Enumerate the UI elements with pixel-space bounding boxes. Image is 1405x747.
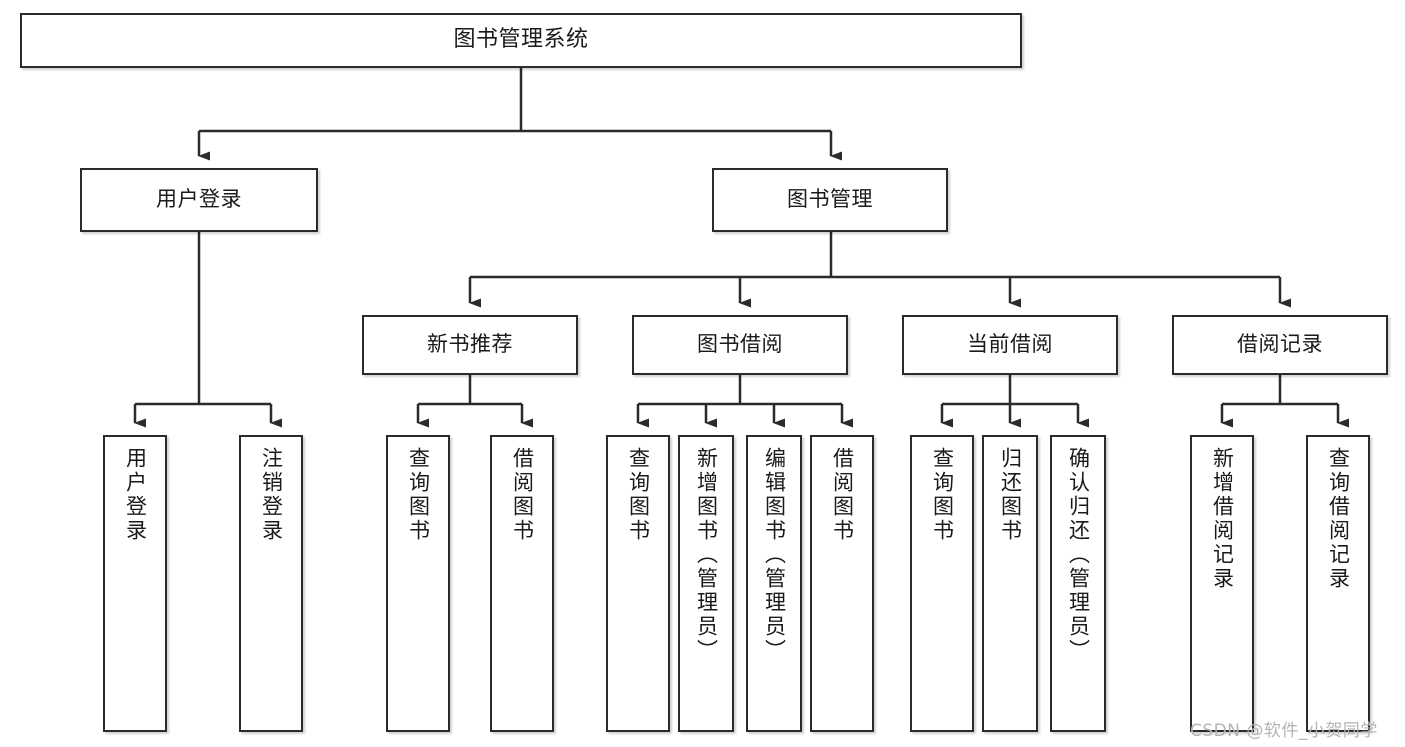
- leaf-query-book-1[interactable]: 查询图书: [386, 435, 450, 732]
- node-current-borrow-label: 当前借阅: [967, 332, 1053, 357]
- leaf-return-book[interactable]: 归还图书: [982, 435, 1038, 732]
- leaf-logout[interactable]: 注销登录: [239, 435, 303, 732]
- node-user-login[interactable]: 用户登录: [80, 168, 318, 232]
- leaf-query-book-2-label: 查询图书: [626, 447, 651, 543]
- leaf-confirm-return-admin[interactable]: 确认归还（管理员）: [1050, 435, 1106, 732]
- leaf-user-login[interactable]: 用户登录: [103, 435, 167, 732]
- leaf-return-book-label: 归还图书: [998, 447, 1023, 543]
- node-borrow-record[interactable]: 借阅记录: [1172, 315, 1388, 375]
- node-current-borrow[interactable]: 当前借阅: [902, 315, 1118, 375]
- leaf-query-book-1-label: 查询图书: [406, 447, 431, 543]
- leaf-edit-book-admin[interactable]: 编辑图书（管理员）: [746, 435, 802, 732]
- node-new-book-recommend[interactable]: 新书推荐: [362, 315, 578, 375]
- node-book-borrow[interactable]: 图书借阅: [632, 315, 848, 375]
- leaf-borrow-book-1[interactable]: 借阅图书: [490, 435, 554, 732]
- node-new-book-recommend-label: 新书推荐: [427, 332, 513, 357]
- leaf-borrow-book-2-label: 借阅图书: [830, 447, 855, 543]
- leaf-query-borrow-record-label: 查询借阅记录: [1326, 447, 1351, 591]
- node-book-manage-label: 图书管理: [787, 187, 873, 212]
- node-root[interactable]: 图书管理系统: [20, 13, 1022, 68]
- leaf-query-book-2[interactable]: 查询图书: [606, 435, 670, 732]
- node-book-manage[interactable]: 图书管理: [712, 168, 948, 232]
- leaf-add-borrow-record[interactable]: 新增借阅记录: [1190, 435, 1254, 732]
- leaf-query-book-3[interactable]: 查询图书: [910, 435, 974, 732]
- leaf-logout-label: 注销登录: [259, 447, 284, 543]
- leaf-edit-book-admin-label: 编辑图书（管理员）: [762, 447, 787, 663]
- leaf-query-book-3-label: 查询图书: [930, 447, 955, 543]
- csdn-watermark: CSDN @软件_小贺同学: [1190, 721, 1378, 741]
- leaf-query-borrow-record[interactable]: 查询借阅记录: [1306, 435, 1370, 732]
- leaf-user-login-label: 用户登录: [123, 447, 148, 543]
- node-user-login-label: 用户登录: [156, 187, 242, 212]
- leaf-add-book-admin-label: 新增图书（管理员）: [694, 447, 719, 663]
- leaf-borrow-book-2[interactable]: 借阅图书: [810, 435, 874, 732]
- node-root-label: 图书管理系统: [453, 27, 589, 53]
- leaf-confirm-return-admin-label: 确认归还（管理员）: [1066, 447, 1091, 663]
- leaf-add-book-admin[interactable]: 新增图书（管理员）: [678, 435, 734, 732]
- node-book-borrow-label: 图书借阅: [697, 332, 783, 357]
- leaf-add-borrow-record-label: 新增借阅记录: [1210, 447, 1235, 591]
- leaf-borrow-book-1-label: 借阅图书: [510, 447, 535, 543]
- node-borrow-record-label: 借阅记录: [1237, 332, 1323, 357]
